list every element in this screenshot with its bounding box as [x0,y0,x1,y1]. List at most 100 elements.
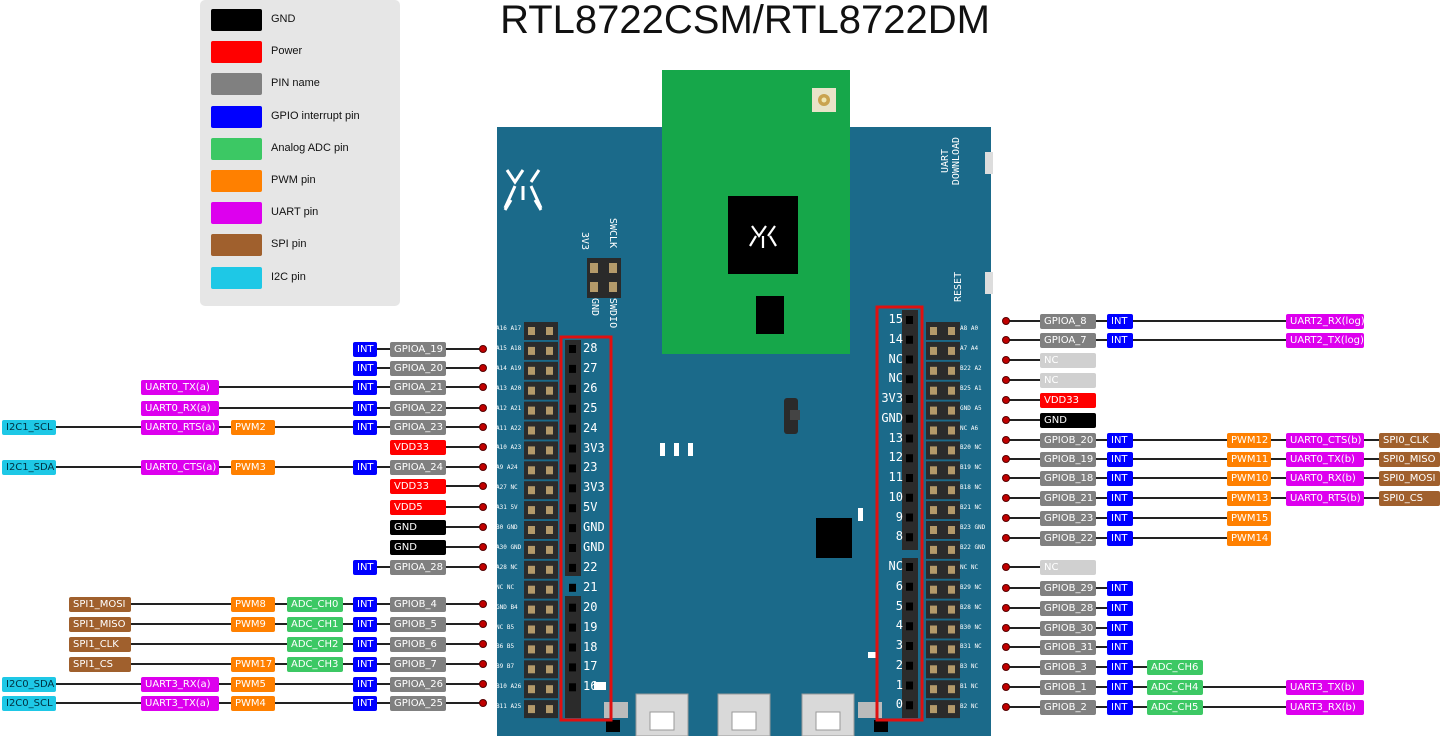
left-pin-tag: UART3_RX(a) [141,676,219,692]
legend-label: GPIO interrupt pin [271,109,360,122]
right-outer-header-pin [926,540,960,559]
pin-dot [1002,494,1010,502]
left-edge-pin-label: A12 A21 [496,404,522,412]
right-edge-pin-label: GND A5 [960,404,982,412]
legend-swatch [211,202,262,225]
legend-swatch [211,73,262,96]
pin-dot [479,563,487,571]
pin-dot [479,463,487,471]
connector-line [1006,359,1042,361]
pin-dot [1002,534,1010,542]
diagram-title: RTL8722CSM/RTL8722DM [500,0,990,42]
left-pin-tag: SPI1_CS [69,656,131,672]
right-pin-tag: NC [1040,372,1096,388]
right-pin-tag: UART2_TX(log) [1286,332,1364,348]
left-header-pin-label: 17 [583,659,598,674]
right-pin-tag: GPIOA_8 [1040,313,1096,329]
left-pin-tag: GPIOA_19 [390,341,446,357]
left-pin-tag: INT [353,341,377,357]
legend-swatch [211,170,262,192]
left-outer-header-pin [524,361,558,380]
left-pin-tag: UART0_TX(a) [141,379,219,395]
left-pin-tag: INT [353,360,377,376]
left-edge-pin-label: A16 A17 [496,325,522,332]
left-outer-header-pin [524,580,558,599]
left-pin-tag: INT [353,400,377,416]
pin-dot [479,660,487,668]
right-edge-pin-label: B22 GND [960,543,986,551]
legend-label: I2C pin [271,270,306,283]
pin-dot [479,523,487,531]
right-pin-tag: GPIOB_19 [1040,451,1096,467]
pin-dot [479,699,487,707]
left-pin-tag: GPIOA_20 [390,360,446,376]
connector-line [410,546,483,548]
pin-dot [1002,416,1010,424]
left-outer-header-pin [524,600,558,619]
left-pin-tag: GPIOB_4 [390,596,446,612]
right-outer-header-pin [926,560,960,579]
right-header-pin-label: 2 [895,657,903,672]
left-pin-tag: PWM2 [231,419,275,435]
pin-dot [479,482,487,490]
left-pin-tag: INT [353,379,377,395]
right-pin-tag: SPI0_CLK [1379,432,1440,448]
right-pin-tag: UART2_RX(log) [1286,313,1364,329]
pin-dot [479,345,487,353]
right-edge-pin-label: B25 A1 [960,384,982,392]
pin-dot [1002,455,1010,463]
uart-download-button [985,152,993,174]
pin-dot [1002,643,1010,651]
left-edge-pin-label: B11 A25 [496,703,522,711]
left-pin-tag: I2C1_SDA [2,459,56,475]
right-pin-tag: INT [1107,699,1133,715]
right-pin-tag: INT [1107,639,1133,655]
left-pin-tag: I2C0_SDA [2,676,56,692]
left-pin-tag: PWM5 [231,676,275,692]
right-outer-header-pin [926,441,960,460]
left-pin-tag: VDD5 [390,499,446,515]
connector-line [89,623,483,625]
left-pin-tag: UART3_TX(a) [141,695,219,711]
left-outer-header-pin [524,461,558,480]
connector-line [1006,477,1420,479]
left-header-pin-label: 26 [583,380,598,395]
right-pin-tag: PWM10 [1227,470,1271,486]
left-pin-tag: UART0_RTS(a) [141,419,219,435]
right-outer-header-pin [926,620,960,639]
pin-dot [1002,703,1010,711]
right-outer-header-pin [926,481,960,500]
right-header-pin-label: 10 [888,489,903,504]
legend-swatch [211,266,262,289]
swd-header [587,258,621,298]
right-pin-tag: GPIOB_18 [1040,470,1096,486]
left-edge-pin-label: GND B4 [496,603,518,611]
left-outer-header-pin [524,341,558,360]
left-header-pin-label: 18 [583,639,598,654]
right-outer-header-pin [926,421,960,440]
uart-label-line1: UART [940,148,951,174]
realtek-chip-logo [749,225,777,248]
right-edge-pin-label: B3 NC [960,663,979,671]
left-edge-pin-label: A11 A22 [496,424,522,432]
left-pin-tag: GPIOB_5 [390,616,446,632]
left-edge-pin-label: NC B5 [496,623,515,631]
left-pin-tag: UART0_RX(a) [141,400,219,416]
legend-swatch [211,9,262,31]
left-header-pin-label: 24 [583,420,598,435]
right-outer-header-pin [926,322,960,340]
right-edge-pin-label: NC NC [960,563,979,571]
right-edge-pin-label: B1 NC [960,683,979,691]
legend-label: GND [271,13,296,25]
pin-dot [479,640,487,648]
right-edge-pin-label: B29 NC [960,583,982,591]
right-pin-tag: GND [1040,412,1096,428]
right-header-pin-label: 0 [895,697,903,712]
left-edge-pin-label: A31 5V [496,504,518,512]
swd-swclk-label: SWCLK [607,218,618,249]
connector-line [410,446,483,448]
pin-dot [479,620,487,628]
right-pin-tag: ADC_CH5 [1147,699,1203,715]
right-pin-tag: GPIOB_22 [1040,530,1096,546]
left-header-pin-label: GND [583,540,605,554]
